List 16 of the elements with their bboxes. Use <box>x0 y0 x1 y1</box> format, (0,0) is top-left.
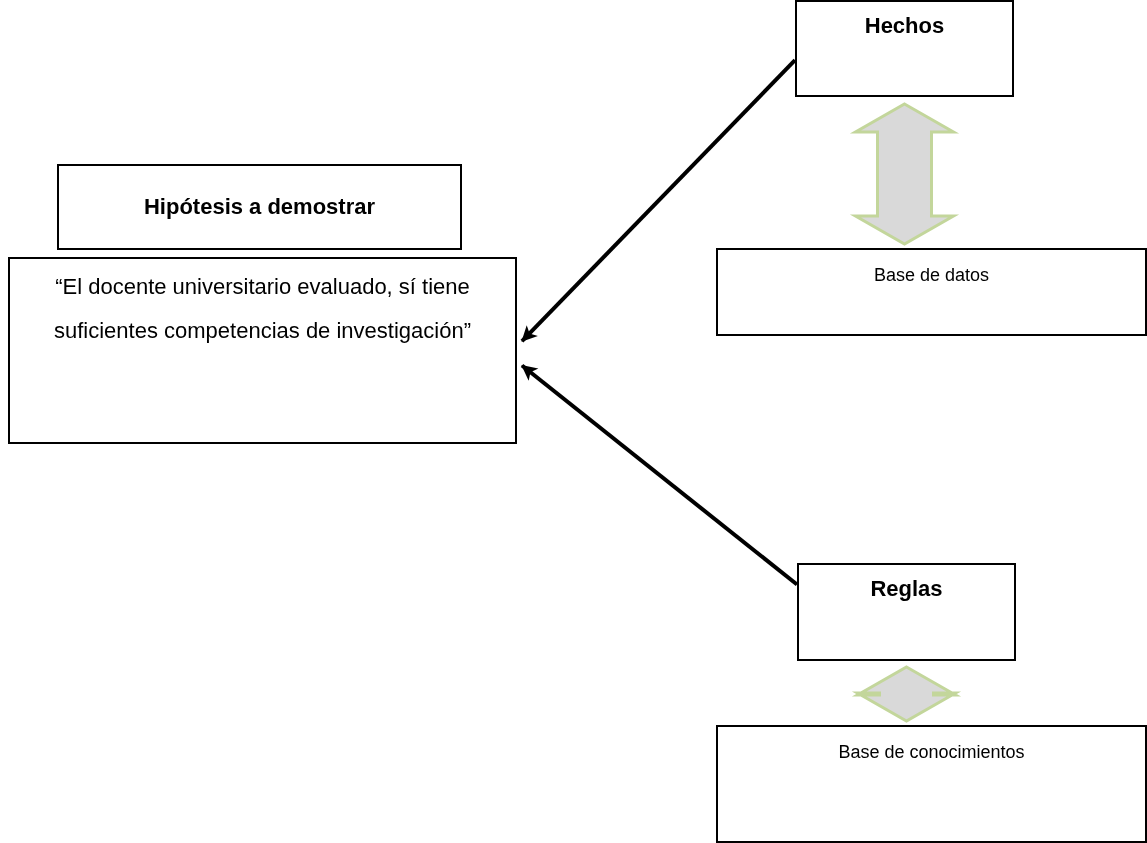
arrow <box>520 363 799 587</box>
text-box <box>57 164 462 250</box>
box-heading: Reglas <box>870 575 943 603</box>
text-box <box>716 725 1147 843</box>
box-text: Base de datos <box>873 264 990 287</box>
box-text: Base de conocimientos <box>838 741 1025 764</box>
arrow <box>520 58 797 343</box>
text-box <box>795 0 1014 97</box>
text-box <box>716 248 1147 336</box>
double-block-arrow <box>849 102 960 246</box>
text-box <box>797 563 1016 661</box>
text-box <box>8 257 517 444</box>
box-text: “El docente universitario evaluado, sí tiene suficientes competencias de investigación” <box>53 273 472 345</box>
box-heading: Hipótesis a demostrar <box>143 192 376 221</box>
box-heading: Hechos <box>864 12 945 40</box>
double-block-arrow <box>851 665 962 723</box>
